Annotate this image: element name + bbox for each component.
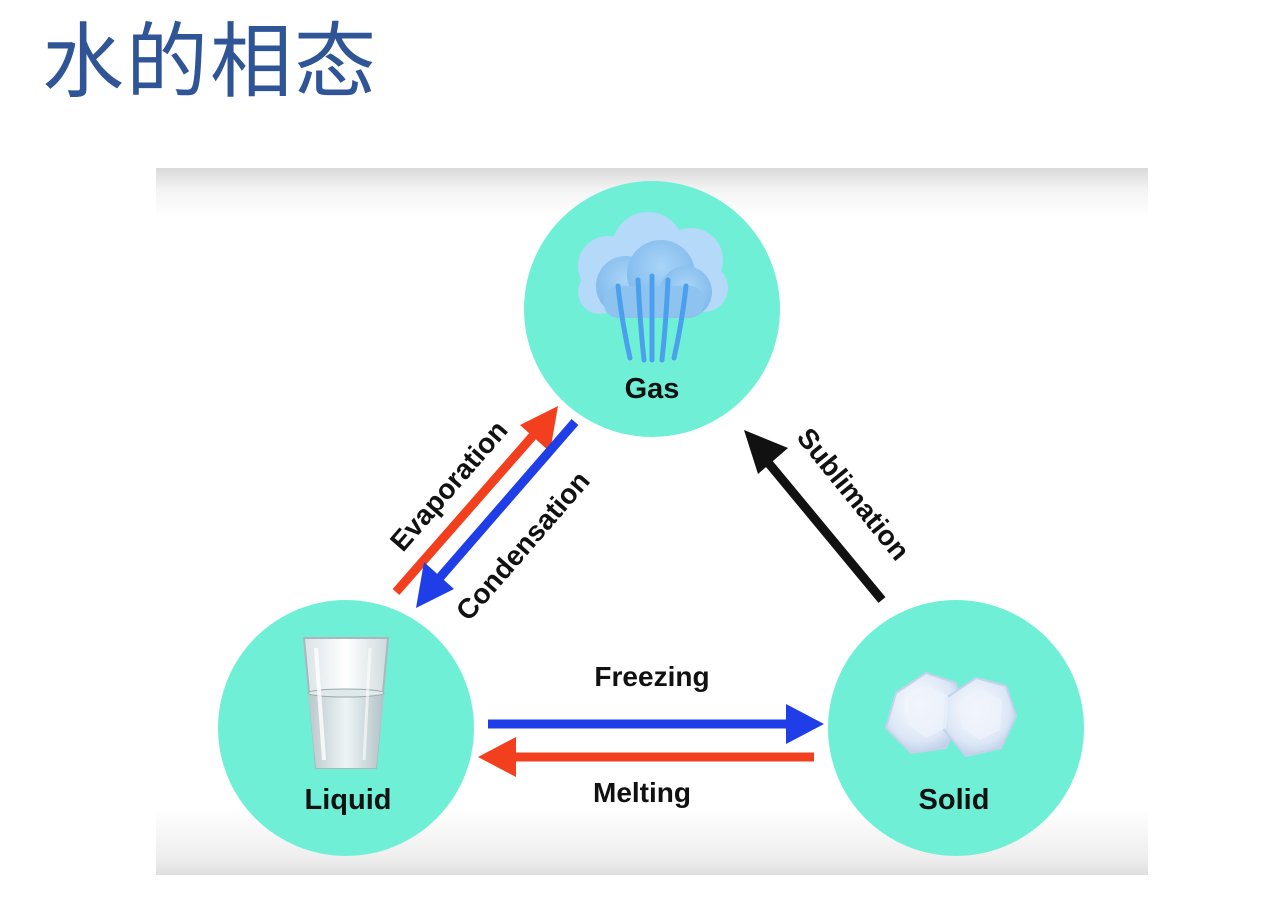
phase-diagram-panel: Gas Liquid Solid (156, 168, 1148, 875)
liquid-node: Liquid (218, 600, 474, 856)
phase-diagram: Gas Liquid Solid (218, 181, 1084, 856)
page-title: 水的相态 (42, 15, 379, 110)
sublimation-arrow (744, 430, 886, 603)
gas-label: Gas (625, 373, 680, 405)
solid-label: Solid (919, 784, 990, 816)
liquid-label: Liquid (305, 784, 392, 816)
freezing-label: Freezing (594, 661, 709, 692)
solid-node: Solid (828, 600, 1084, 856)
melting-arrow (478, 737, 814, 777)
sublimation-label: Sublimation (791, 422, 916, 566)
condensation-arrow (416, 419, 579, 608)
freezing-arrow (488, 704, 824, 744)
gas-node: Gas (524, 181, 780, 437)
ice-cubes-icon (884, 671, 1018, 758)
melting-label: Melting (593, 777, 691, 808)
evaporation-arrow (392, 406, 558, 595)
steam-cloud-icon (578, 212, 728, 363)
water-glass-icon (302, 637, 390, 769)
